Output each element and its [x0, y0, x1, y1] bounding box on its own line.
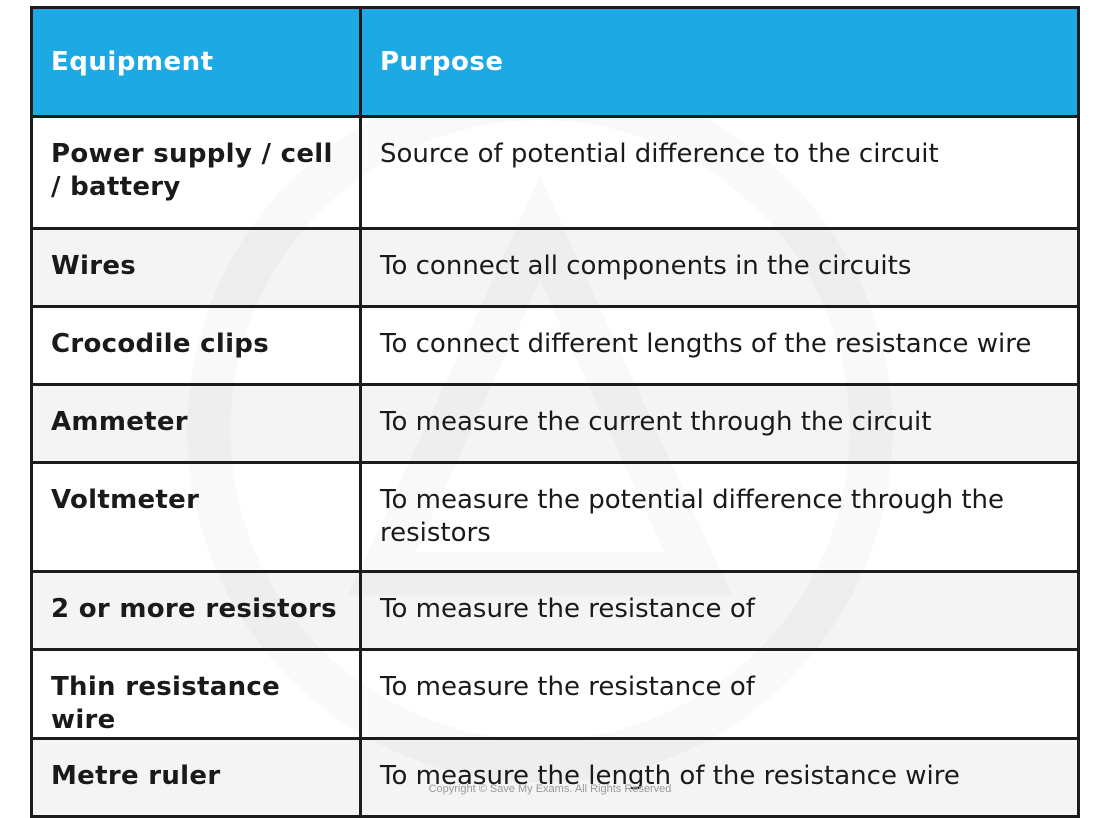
table-row: Ammeter To measure the current through t… — [30, 383, 1080, 464]
equipment-cell: Voltmeter — [30, 461, 362, 573]
equipment-cell: 2 or more resistors — [30, 570, 362, 651]
purpose-cell: Source of potential difference to the ci… — [359, 115, 1080, 230]
header-row: Equipment Purpose — [30, 6, 1080, 118]
purpose-cell: To measure the potential difference thro… — [359, 461, 1080, 573]
purpose-cell: To measure the resistance of — [359, 570, 1080, 651]
table-body: Power supply / cell / battery Source of … — [30, 115, 1080, 818]
equipment-table: Equipment Purpose Power supply / cell / … — [30, 6, 1080, 818]
table-row: Metre ruler To measure the length of the… — [30, 737, 1080, 818]
table-row: Thin resistance wire To measure the resi… — [30, 648, 1080, 740]
purpose-cell: To connect all components in the circuit… — [359, 227, 1080, 308]
table-row: 2 or more resistors To measure the resis… — [30, 570, 1080, 651]
table-row: Voltmeter To measure the potential diffe… — [30, 461, 1080, 573]
equipment-cell: Metre ruler — [30, 737, 362, 818]
equipment-table-container: Equipment Purpose Power supply / cell / … — [30, 6, 1080, 818]
equipment-cell: Wires — [30, 227, 362, 308]
header-purpose: Purpose — [359, 6, 1080, 118]
table-row: Wires To connect all components in the c… — [30, 227, 1080, 308]
equipment-cell: Power supply / cell / battery — [30, 115, 362, 230]
purpose-cell: To measure the length of the resistance … — [359, 737, 1080, 818]
equipment-cell: Crocodile clips — [30, 305, 362, 386]
purpose-cell: To measure the current through the circu… — [359, 383, 1080, 464]
table-header: Equipment Purpose — [30, 6, 1080, 118]
equipment-cell: Ammeter — [30, 383, 362, 464]
table-row: Power supply / cell / battery Source of … — [30, 115, 1080, 230]
copyright-notice: Copyright © Save My Exams. All Rights Re… — [428, 783, 672, 795]
header-equipment: Equipment — [30, 6, 362, 118]
purpose-cell: To connect different lengths of the resi… — [359, 305, 1080, 386]
purpose-cell: To measure the resistance of — [359, 648, 1080, 740]
equipment-cell: Thin resistance wire — [30, 648, 362, 740]
table-row: Crocodile clips To connect different len… — [30, 305, 1080, 386]
